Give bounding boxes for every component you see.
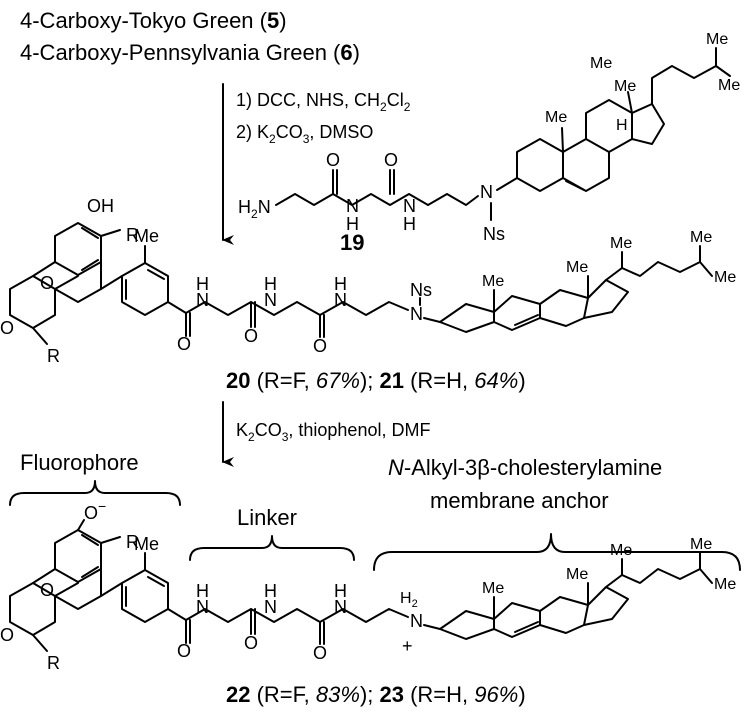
carbonyl-o: O — [384, 150, 398, 170]
svg-text:+: + — [402, 636, 413, 656]
svg-text:Me: Me — [134, 534, 159, 554]
svg-text:N: N — [264, 597, 277, 617]
svg-text:O: O — [177, 641, 191, 661]
svg-text:R: R — [47, 653, 60, 673]
svg-text:H: H — [264, 581, 277, 601]
svg-text:Ns: Ns — [410, 280, 432, 300]
compound-22-23-structure: O− R O O R Me O O O N H N H N H N H2 + M… — [0, 498, 736, 673]
svg-text:Me: Me — [134, 226, 159, 246]
carbonyl-o: O — [326, 150, 340, 170]
svg-text:O: O — [177, 334, 191, 354]
amide-h: H — [403, 214, 416, 234]
starting-material-5: 4-Carboxy-Tokyo Green (5) — [20, 8, 287, 33]
anchor-brace — [373, 533, 741, 571]
svg-text:N: N — [196, 290, 209, 310]
svg-text:O: O — [244, 633, 258, 653]
anchor-label-line2: membrane anchor — [430, 488, 609, 513]
svg-text:H: H — [196, 274, 209, 294]
svg-text:H2N: H2N — [238, 197, 271, 221]
step1-reagents-line1: 1) DCC, NHS, CH2Cl2 — [236, 90, 411, 114]
svg-text:N: N — [410, 304, 423, 324]
svg-text:Me: Me — [714, 576, 736, 593]
svg-text:Me: Me — [614, 78, 636, 95]
anchor-label-line1: N-Alkyl-3β-cholesterylamine — [388, 455, 662, 480]
fluorophore-brace — [9, 480, 181, 506]
starting-material-6: 4-Carboxy-Pennsylvania Green (6) — [20, 40, 360, 65]
svg-text:H: H — [196, 581, 209, 601]
svg-text:Me: Me — [690, 536, 712, 553]
svg-text:O: O — [0, 318, 14, 338]
compound-label-22-23: 22 (R=F, 83%); 23 (R=H, 96%) — [226, 682, 526, 707]
svg-text:OH: OH — [87, 196, 114, 216]
linker-label: Linker — [237, 505, 297, 530]
svg-text:O: O — [313, 336, 327, 356]
compound-label-20-21: 20 (R=F, 67%); 21 (R=H, 64%) — [226, 368, 526, 393]
amine-n: N — [480, 182, 493, 202]
svg-text:Me: Me — [482, 273, 504, 290]
linker-brace — [189, 535, 355, 561]
svg-text:R: R — [126, 225, 139, 245]
compound-19-structure: H2N O O N H N H N Ns 19 Me Me H Me Me Me — [238, 31, 740, 255]
svg-text:N: N — [334, 597, 347, 617]
svg-text:Me: Me — [482, 580, 504, 597]
svg-text:O: O — [40, 273, 54, 293]
ns-group: Ns — [483, 224, 505, 244]
svg-text:O−: O− — [84, 498, 106, 523]
svg-text:O: O — [0, 625, 14, 645]
svg-text:H: H — [334, 581, 347, 601]
svg-text:O: O — [313, 643, 327, 663]
step1-reagents-line2: 2) K2CO3, DMSO — [236, 122, 373, 146]
svg-text:N: N — [410, 611, 423, 631]
svg-text:H: H — [264, 274, 277, 294]
svg-text:Me: Me — [714, 269, 736, 286]
svg-text:Me: Me — [590, 55, 612, 72]
svg-text:Me: Me — [690, 229, 712, 246]
svg-text:O: O — [40, 580, 54, 600]
svg-text:H: H — [616, 117, 628, 134]
svg-text:H: H — [334, 274, 347, 294]
svg-text:Me: Me — [566, 566, 588, 583]
svg-text:Me: Me — [706, 31, 728, 48]
svg-text:Me: Me — [566, 259, 588, 276]
svg-text:N: N — [334, 290, 347, 310]
svg-text:R: R — [126, 532, 139, 552]
svg-text:H2: H2 — [400, 590, 418, 610]
amide-n: N — [346, 196, 359, 216]
amide-n: N — [403, 196, 416, 216]
amide-h: H — [346, 214, 359, 234]
compound-number-19: 19 — [340, 230, 364, 255]
svg-text:R: R — [47, 346, 60, 366]
svg-text:Me: Me — [610, 542, 632, 559]
svg-text:Me: Me — [610, 235, 632, 252]
step2-reagents: K2CO3, thiophenol, DMF — [236, 420, 430, 444]
svg-text:N: N — [196, 597, 209, 617]
svg-text:O: O — [244, 326, 258, 346]
svg-text:N: N — [264, 290, 277, 310]
fluorophore-label: Fluorophore — [20, 450, 139, 475]
svg-text:Me: Me — [545, 109, 567, 126]
compound-20-21-structure: OH R O O R Me O O O N H N H N H N Ns Me — [0, 196, 736, 366]
svg-text:Me: Me — [718, 77, 740, 94]
